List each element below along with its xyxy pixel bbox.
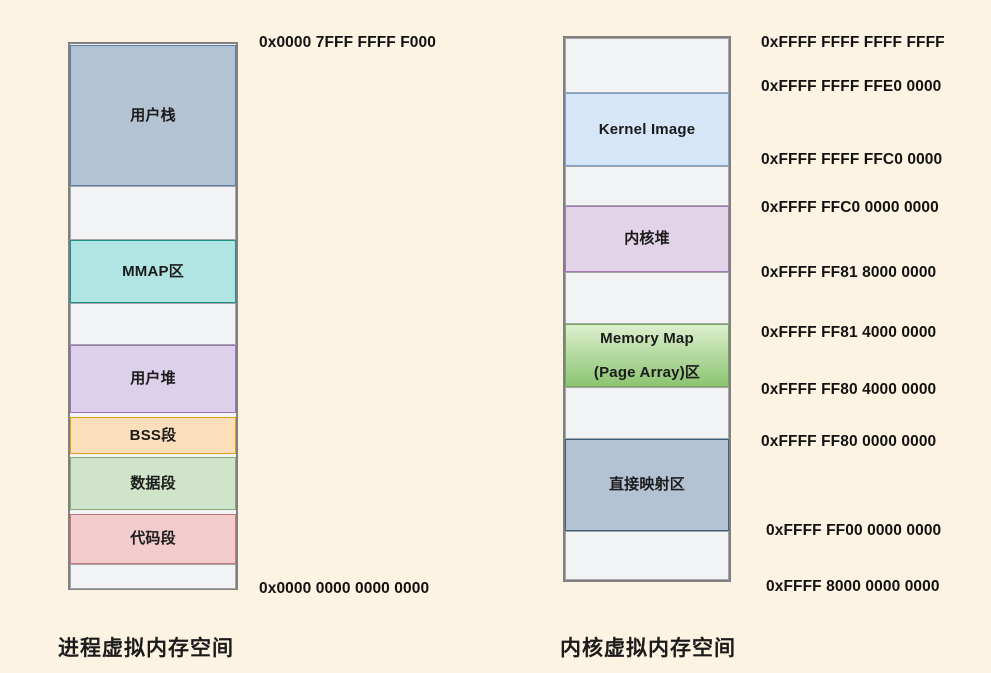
process-block-数据段: 数据段 bbox=[70, 457, 236, 510]
kernel-block-内核堆: 内核堆 bbox=[565, 206, 729, 272]
process-block-mmap区: MMAP区 bbox=[70, 240, 236, 303]
kernel-address-label-9: 0xFFFF 8000 0000 0000 bbox=[766, 578, 940, 595]
kernel-block-直接映射区: 直接映射区 bbox=[565, 439, 729, 531]
kernel-gap-block-0 bbox=[565, 38, 729, 93]
kernel-address-label-7: 0xFFFF FF80 0000 0000 bbox=[761, 433, 937, 450]
process-block-用户栈: 用户栈 bbox=[70, 45, 236, 186]
process-address-label-0: 0x0000 7FFF FFFF F000 bbox=[259, 34, 436, 51]
kernel-block-kernel-image: Kernel Image bbox=[565, 93, 729, 166]
kernel-address-label-0: 0xFFFF FFFF FFFF FFFF bbox=[761, 34, 945, 51]
process-address-label-1: 0x0000 0000 0000 0000 bbox=[259, 580, 430, 597]
kernel-memory-caption: 内核虚拟内存空间 bbox=[560, 637, 736, 660]
kernel-address-label-5: 0xFFFF FF81 4000 0000 bbox=[761, 324, 937, 341]
kernel-address-label-1: 0xFFFF FFFF FFE0 0000 bbox=[761, 78, 942, 95]
kernel-address-label-4: 0xFFFF FF81 8000 0000 bbox=[761, 264, 937, 281]
process-memory-caption: 进程虚拟内存空间 bbox=[58, 637, 234, 660]
process-block-用户堆: 用户堆 bbox=[70, 345, 236, 413]
process-block-bss段: BSS段 bbox=[70, 417, 236, 454]
process-gap-block-1 bbox=[70, 186, 236, 240]
kernel-gap-block-2 bbox=[565, 166, 729, 206]
kernel-address-label-8: 0xFFFF FF00 0000 0000 bbox=[766, 522, 942, 539]
kernel-address-label-2: 0xFFFF FFFF FFC0 0000 bbox=[761, 151, 943, 168]
kernel-gap-block-8 bbox=[565, 531, 729, 580]
process-gap-block-8 bbox=[70, 564, 236, 589]
process-block-代码段: 代码段 bbox=[70, 514, 236, 564]
kernel-address-label-6: 0xFFFF FF80 4000 0000 bbox=[761, 381, 937, 398]
kernel-gap-block-4 bbox=[565, 272, 729, 324]
kernel-block-memory-map-page-array区: Memory Map(Page Array)区 bbox=[565, 324, 729, 387]
kernel-gap-block-6 bbox=[565, 387, 729, 439]
process-gap-block-3 bbox=[70, 303, 236, 345]
kernel-address-label-3: 0xFFFF FFC0 0000 0000 bbox=[761, 199, 939, 216]
